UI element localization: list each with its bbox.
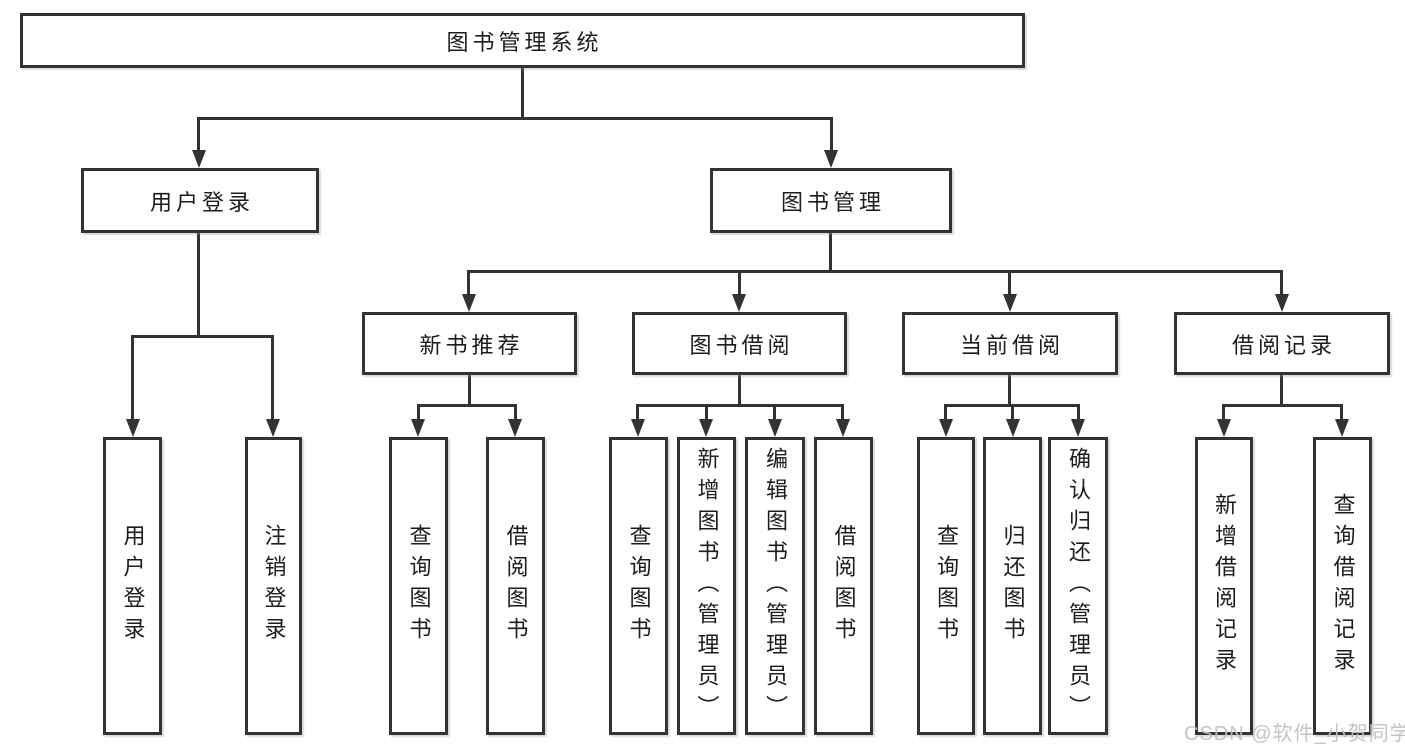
connector-line bbox=[1280, 270, 1283, 298]
leaf-confirm-return-admin: 确认归还（管理员） bbox=[1048, 437, 1108, 735]
connector-line bbox=[521, 68, 524, 119]
node-book-management: 图书管理 bbox=[710, 168, 952, 233]
connector-line bbox=[467, 270, 470, 298]
leaf-user-login: 用户登录 bbox=[103, 437, 162, 735]
connector-line bbox=[944, 404, 947, 423]
connector-line bbox=[131, 335, 134, 422]
arrow-down-icon bbox=[126, 419, 140, 437]
arrow-down-icon bbox=[266, 419, 280, 437]
connector-line bbox=[1008, 375, 1011, 407]
arrow-down-icon bbox=[192, 150, 206, 168]
arrow-down-icon bbox=[462, 294, 476, 312]
connector-line bbox=[1340, 404, 1343, 423]
connector-line bbox=[830, 117, 833, 153]
connector-line bbox=[773, 404, 776, 423]
arrow-down-icon bbox=[732, 294, 746, 312]
connector-line bbox=[1008, 270, 1011, 298]
node-new-book-recommend: 新书推荐 bbox=[362, 312, 577, 375]
connector-line bbox=[1011, 404, 1014, 423]
connector-line bbox=[417, 404, 517, 407]
leaf-query-books: 查询图书 bbox=[609, 437, 668, 735]
connector-line bbox=[829, 233, 832, 272]
node-user-login: 用户登录 bbox=[81, 168, 319, 233]
arrow-down-icon bbox=[836, 419, 850, 437]
arrow-down-icon bbox=[631, 419, 645, 437]
arrow-down-icon bbox=[1003, 294, 1017, 312]
node-library-management-system: 图书管理系统 bbox=[20, 13, 1025, 68]
leaf-query-books: 查询图书 bbox=[917, 437, 975, 735]
arrow-down-icon bbox=[699, 419, 713, 437]
leaf-return-books: 归还图书 bbox=[983, 437, 1042, 735]
connector-line bbox=[636, 404, 639, 423]
connector-line bbox=[1280, 375, 1283, 407]
arrow-down-icon bbox=[1275, 294, 1289, 312]
connector-line bbox=[271, 335, 274, 422]
arrow-down-icon bbox=[824, 150, 838, 168]
node-book-borrowing: 图书借阅 bbox=[632, 312, 847, 375]
csdn-watermark: CSDN @软件_小贺同学 bbox=[1184, 723, 1405, 745]
connector-line bbox=[841, 404, 844, 423]
leaf-add-books-admin: 新增图书（管理员） bbox=[677, 437, 736, 735]
connector-line bbox=[1222, 404, 1225, 423]
leaf-query-books: 查询图书 bbox=[389, 437, 448, 735]
leaf-borrow-books: 借阅图书 bbox=[486, 437, 545, 735]
connector-line bbox=[468, 375, 471, 407]
arrow-down-icon bbox=[768, 419, 782, 437]
connector-line bbox=[197, 117, 833, 120]
connector-line bbox=[738, 375, 741, 407]
connector-line bbox=[197, 117, 200, 153]
arrow-down-icon bbox=[1071, 419, 1085, 437]
arrow-down-icon bbox=[508, 419, 522, 437]
connector-line bbox=[1222, 404, 1343, 407]
leaf-edit-books-admin: 编辑图书（管理员） bbox=[745, 437, 805, 735]
connector-line bbox=[705, 404, 708, 423]
connector-line bbox=[197, 233, 200, 338]
leaf-logout: 注销登录 bbox=[245, 437, 302, 735]
node-current-borrowing: 当前借阅 bbox=[902, 312, 1118, 375]
connector-line bbox=[417, 404, 420, 423]
connector-line bbox=[131, 335, 273, 338]
leaf-borrow-books: 借阅图书 bbox=[814, 437, 873, 735]
arrow-down-icon bbox=[1217, 419, 1231, 437]
connector-line bbox=[738, 270, 741, 298]
connector-line bbox=[636, 404, 844, 407]
arrow-down-icon bbox=[1006, 419, 1020, 437]
node-borrowing-records: 借阅记录 bbox=[1174, 312, 1390, 375]
connector-line bbox=[1077, 404, 1080, 423]
arrow-down-icon bbox=[411, 419, 425, 437]
connector-line bbox=[514, 404, 517, 423]
arrow-down-icon bbox=[939, 419, 953, 437]
connector-line bbox=[467, 270, 1283, 273]
leaf-add-borrow-record: 新增借阅记录 bbox=[1195, 437, 1253, 735]
leaf-query-borrow-record: 查询借阅记录 bbox=[1313, 437, 1372, 735]
arrow-down-icon bbox=[1335, 419, 1349, 437]
